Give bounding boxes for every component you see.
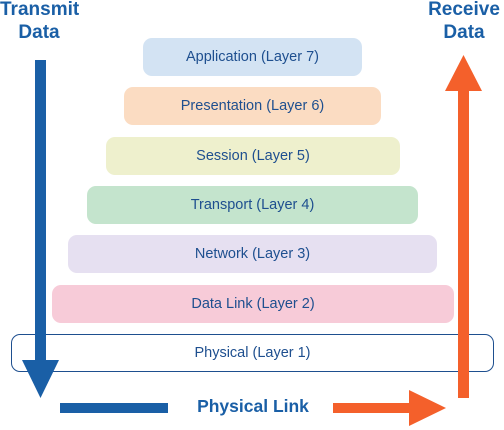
transport-layer: Transport (Layer 4): [87, 186, 418, 224]
data-link-layer: Data Link (Layer 2): [52, 285, 454, 323]
physical-layer: Physical (Layer 1): [11, 334, 494, 372]
receive-data-label-line-1: Receive: [428, 0, 500, 20]
transmit-data-label: Transmit Data: [0, 0, 80, 44]
application-layer: Application (Layer 7): [143, 38, 362, 76]
presentation-layer: Presentation (Layer 6): [124, 87, 381, 125]
physical-link-label: Physical Link: [197, 396, 309, 416]
receive-data-label-line-2: Data: [443, 22, 485, 43]
transmit-data-label-line-2: Data: [18, 22, 60, 43]
transmit-down-arrow: [22, 60, 59, 398]
receive-up-arrow: [445, 55, 482, 398]
transmit-data-label-line-1: Transmit: [0, 0, 80, 20]
network-layer: Network (Layer 3): [68, 235, 437, 273]
physical-link-left-bar: [60, 403, 168, 413]
receive-data-label: Receive Data: [424, 0, 504, 44]
session-layer: Session (Layer 5): [106, 137, 400, 175]
physical-link-right-arrow: [333, 390, 446, 426]
